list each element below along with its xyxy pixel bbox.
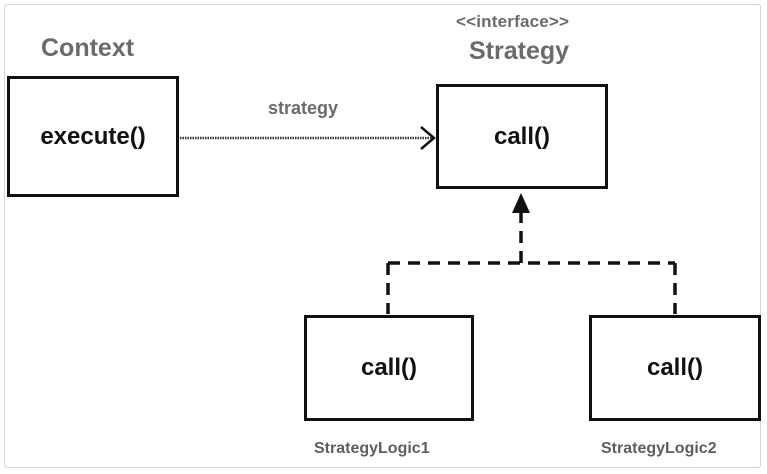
strategy-title: Strategy — [469, 37, 570, 65]
strategy-stereotype: <<interface>> — [456, 12, 570, 31]
strategy-method: call() — [493, 122, 550, 150]
strategy-logic1-method: call() — [360, 354, 417, 381]
context-box: execute() — [7, 76, 179, 197]
strategy-logic1-box: call() — [304, 315, 474, 421]
context-title: Context — [41, 34, 135, 62]
context-method: execute() — [40, 122, 146, 150]
association-arrowhead — [420, 126, 436, 150]
diagram-frame — [4, 4, 761, 468]
strategy-logic1-name: StrategyLogic1 — [314, 440, 430, 457]
strategy-logic2-name: StrategyLogic2 — [601, 440, 717, 457]
association-label: strategy — [268, 98, 339, 118]
realization-arrowhead — [512, 193, 530, 213]
strategy-logic2-method: call() — [646, 354, 703, 381]
strategy-box: call() — [436, 84, 608, 189]
strategy-logic2-box: call() — [589, 315, 761, 421]
